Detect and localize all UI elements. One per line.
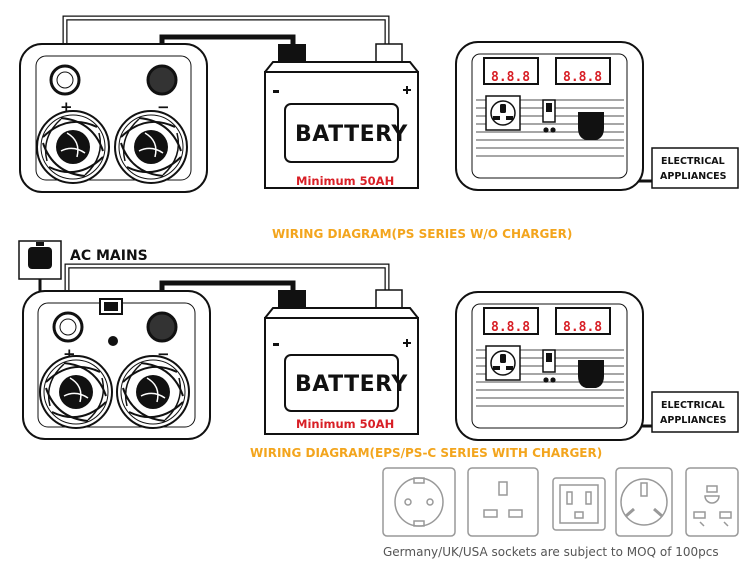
top-battery: BATTERY Minimum 50AH xyxy=(264,43,419,189)
display-right: 8.8.8 xyxy=(563,320,602,335)
ac-mains-plug: AC MAINS xyxy=(18,240,148,280)
display-left: 8.8.8 xyxy=(491,70,530,85)
svg-text:APPLIANCES: APPLIANCES xyxy=(660,171,727,182)
universal-socket-icon xyxy=(685,467,739,537)
battery-minimum: Minimum 50AH xyxy=(296,174,394,188)
caption-bottom: WIRING DIAGRAM(EPS/PS-C SERIES WITH CHAR… xyxy=(250,446,602,460)
display-left: 8.8.8 xyxy=(491,320,530,335)
svg-text:ELECTRICAL: ELECTRICAL xyxy=(661,400,725,411)
bottom-appliances: ELECTRICAL APPLIANCES xyxy=(651,391,739,433)
bottom-inverter-side: + − xyxy=(22,290,211,440)
battery-label: BATTERY xyxy=(295,372,408,397)
battery-minimum: Minimum 50AH xyxy=(296,417,394,431)
top-inverter-side: + − xyxy=(19,43,208,193)
uk-socket-icon xyxy=(467,467,539,537)
germany-socket-icon xyxy=(382,467,456,537)
sockets-note: Germany/UK/USA sockets are subject to MO… xyxy=(383,545,719,559)
caption-top: WIRING DIAGRAM(PS SERIES W/O CHARGER) xyxy=(272,227,572,241)
socket-icons: Germany/UK/USA sockets are subject to MO… xyxy=(382,467,739,559)
plug-icon xyxy=(578,112,604,140)
ac-mains-label: AC MAINS xyxy=(70,248,148,264)
positive-terminal xyxy=(52,311,84,343)
bottom-inverter-front: 8.8.8 8.8.8 xyxy=(455,291,644,441)
plug-icon xyxy=(578,360,604,388)
fan-icon xyxy=(36,110,110,184)
display-right: 8.8.8 xyxy=(563,70,602,85)
svg-text:APPLIANCES: APPLIANCES xyxy=(660,415,727,426)
negative-terminal xyxy=(146,311,178,343)
fuse-icon xyxy=(108,336,118,346)
fan-icon xyxy=(116,355,190,429)
fan-icon xyxy=(114,110,188,184)
usa-socket-icon xyxy=(552,477,606,531)
top-appliances: ELECTRICAL APPLIANCES xyxy=(651,147,739,189)
top-diagram: + − BATTERY Minimum 50AH 8.8.8 8.8.8 xyxy=(19,15,739,241)
negative-terminal xyxy=(146,64,178,96)
positive-terminal xyxy=(49,64,81,96)
australia-socket-icon xyxy=(615,467,673,537)
fan-icon xyxy=(39,355,113,429)
bottom-battery: BATTERY Minimum 50AH xyxy=(264,289,419,435)
battery-label: BATTERY xyxy=(295,122,408,147)
top-inverter-front: 8.8.8 8.8.8 xyxy=(455,41,644,191)
bottom-diagram: AC MAINS + − xyxy=(18,240,739,460)
svg-text:ELECTRICAL: ELECTRICAL xyxy=(661,156,725,167)
